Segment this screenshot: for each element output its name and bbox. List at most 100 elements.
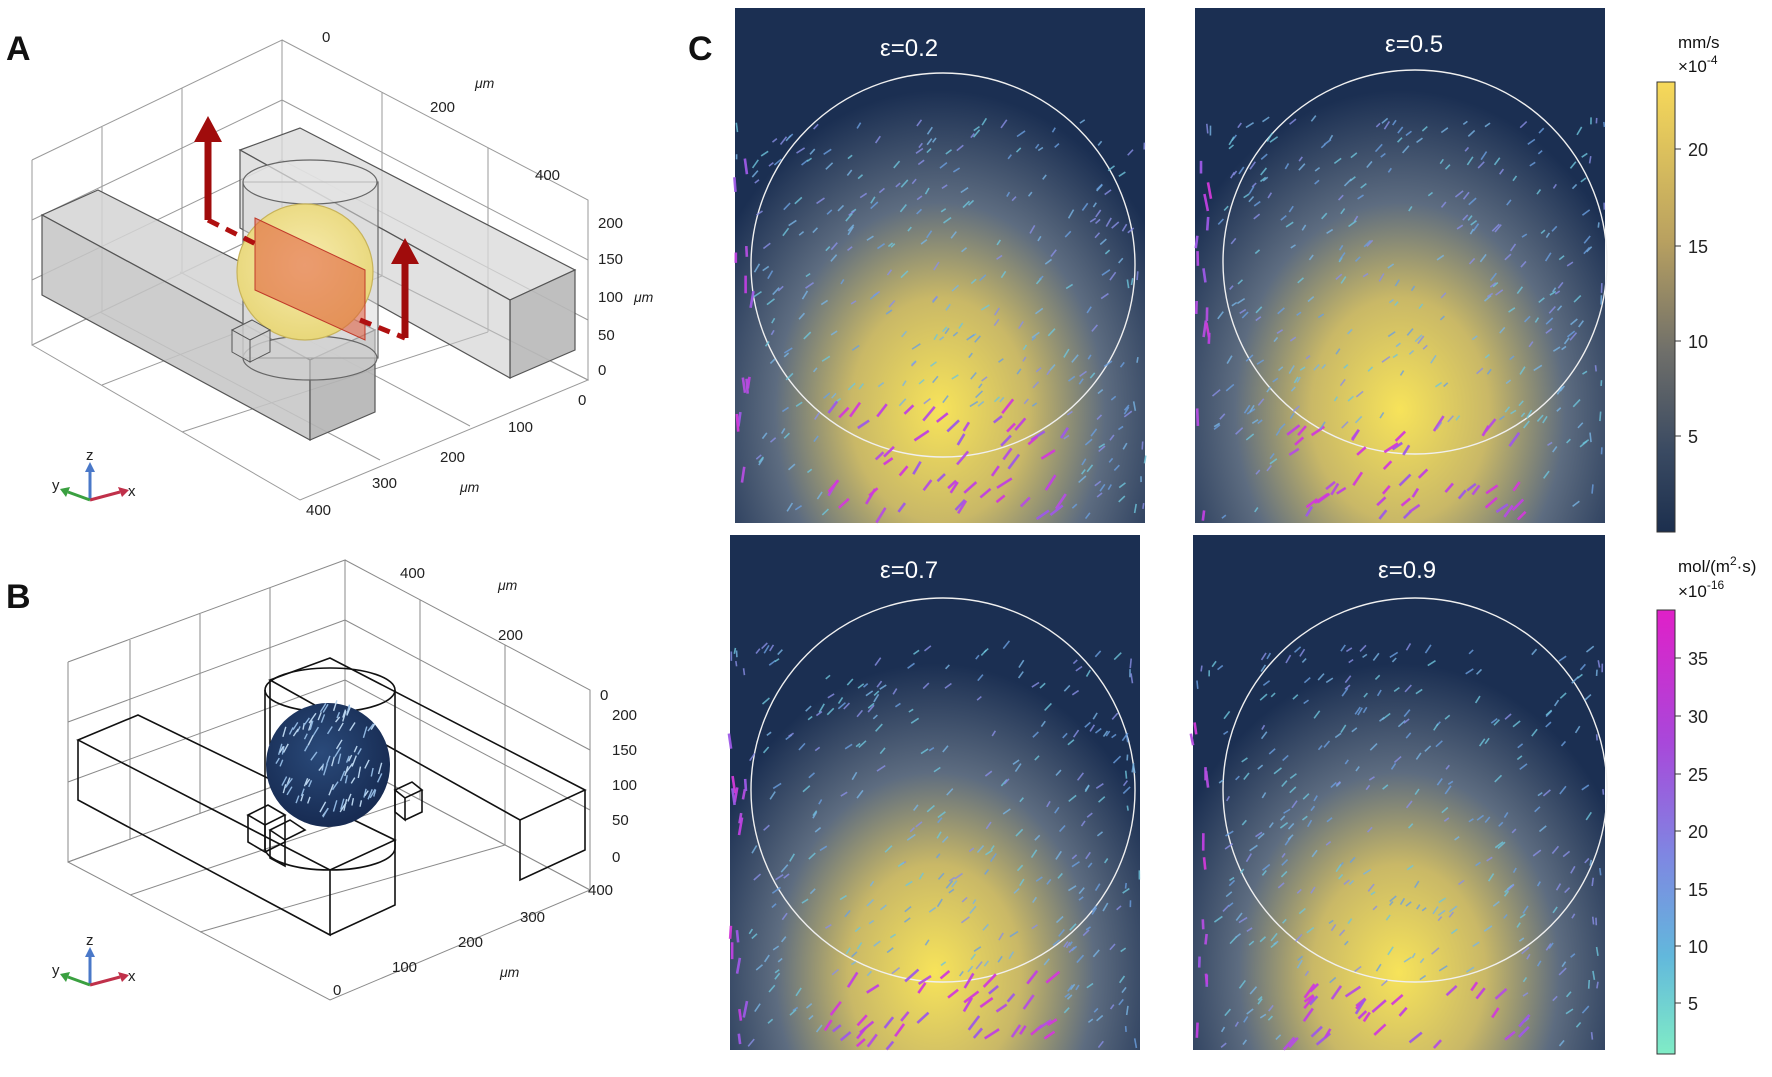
axis-label-z: z [86,447,94,464]
tick-label: 150 [612,742,637,759]
tick-label: 200 [458,934,483,951]
tick-label: 50 [612,812,629,829]
flux-arrow-mark [1126,771,1127,779]
axis-label-x: x [128,483,136,500]
flux-arrow-mark [1598,222,1599,227]
flux-arrow-mark [1201,666,1202,672]
flux-arrow-mark [746,246,747,257]
tick-label: 200 [498,627,523,644]
flux-arrow-mark [1206,974,1207,985]
flux-arrow-mark [1592,1032,1593,1040]
colorbar-gradient [1657,82,1675,532]
flux-arrow-mark [1604,122,1605,127]
flux-arrow-mark [737,930,738,942]
colorbar-tick-label: 20 [1688,140,1708,160]
flux-arrow-mark [739,1009,741,1021]
flux-arrow-mark [745,779,746,791]
flux-arrow-mark [1592,484,1593,493]
axis-triad-icon: z x y [52,932,136,985]
tick-label: 200 [612,707,637,724]
flux-arrow-mark [1593,917,1594,925]
flux-arrow-mark [1142,442,1143,450]
flux-arrow-mark [1600,868,1601,875]
axis-unit: μm [474,75,495,91]
flux-arrow-mark [1603,789,1604,795]
tick-label: 400 [306,502,331,519]
flux-arrow-mark [730,926,731,939]
subplot-title: ε=0.5 [1385,31,1443,58]
axis-label-x: x [128,968,136,985]
colorbar-tick-label: 10 [1688,937,1708,957]
axis-triad-icon: z x y [52,447,136,500]
subplot-eps-0-9: ε=0.9 [1191,535,1607,1050]
axis-unit: μm [459,479,480,495]
colorbar-tick-label: 15 [1688,237,1708,257]
colorbar-velocity: mm/s ×10-4 20 15 10 5 [1657,33,1720,532]
flux-arrow-mark [1127,806,1128,811]
flux-arrow-mark [734,648,735,654]
tick-label: 100 [392,959,417,976]
flux-arrow-mark [1137,271,1138,280]
axis-unit: μm [497,577,518,593]
axis-unit: μm [633,289,654,305]
flux-arrow-mark [1197,681,1198,689]
subplot-title: ε=0.2 [880,35,938,62]
tick-label: 0 [598,362,606,379]
arrow-up-icon [194,116,222,220]
flux-arrow-mark [1130,659,1131,669]
panel-label-b: B [6,578,31,616]
subplot-title: ε=0.9 [1378,557,1436,584]
flux-arrow-mark [1207,217,1208,231]
tick-label: 400 [535,167,560,184]
flux-arrow-mark [1143,503,1144,509]
panel-label-a: A [6,30,31,68]
colorbar-ticks [1675,149,1681,436]
panel-b: B [6,560,637,1000]
tick-label: 50 [598,327,615,344]
axis-label-y: y [52,962,60,979]
flux-arrow-mark [736,661,737,666]
colorbar-tick-label: 5 [1688,994,1698,1014]
tick-label: 300 [372,475,397,492]
panel-a: A [6,29,654,519]
axis-label-z: z [86,932,94,949]
field-map [730,535,1140,1050]
tick-label: 200 [440,449,465,466]
colorbar-unit: mm/s [1678,33,1720,52]
flux-arrow-mark [734,177,735,192]
flux-arrow-mark [737,414,738,432]
flux-arrow-mark [1205,934,1206,944]
tick-label: 400 [588,882,613,899]
tick-label: 100 [508,419,533,436]
flux-arrow-mark [1191,734,1193,746]
flux-arrow-mark [1590,860,1591,866]
flux-arrow-mark [1590,433,1591,443]
flux-arrow-mark [1592,878,1593,886]
flux-arrow-mark [1600,412,1601,422]
flux-arrow-mark [739,813,741,823]
tick-label: 100 [598,289,623,306]
field-map [1193,535,1605,1050]
flux-arrow-mark [1195,722,1197,734]
tick-label: 200 [598,215,623,232]
flux-arrow-mark [1197,408,1198,426]
flux-arrow-mark [739,1034,740,1044]
flux-arrow-mark [747,379,748,394]
flux-arrow-mark [1197,1023,1198,1038]
colorbar-tick-label: 25 [1688,765,1708,785]
colorbar-flux: mol/(m2·s) ×10-16 35 30 25 20 15 10 5 [1657,554,1756,1054]
flux-arrow-mark [1196,236,1198,248]
flux-arrow-mark [1207,124,1208,134]
tick-label: 0 [322,29,330,46]
flux-arrow-mark [1204,857,1205,869]
tick-label: 300 [520,909,545,926]
tick-label: 400 [400,565,425,582]
subplot-eps-0-7: ε=0.7 [729,535,1140,1050]
tick-label: 100 [612,777,637,794]
colorbar-ticks [1675,658,1681,1003]
colorbar-tick-label: 30 [1688,707,1708,727]
axis-label-y: y [52,477,60,494]
axis-unit: μm [499,964,520,980]
tick-label: 0 [333,982,341,999]
